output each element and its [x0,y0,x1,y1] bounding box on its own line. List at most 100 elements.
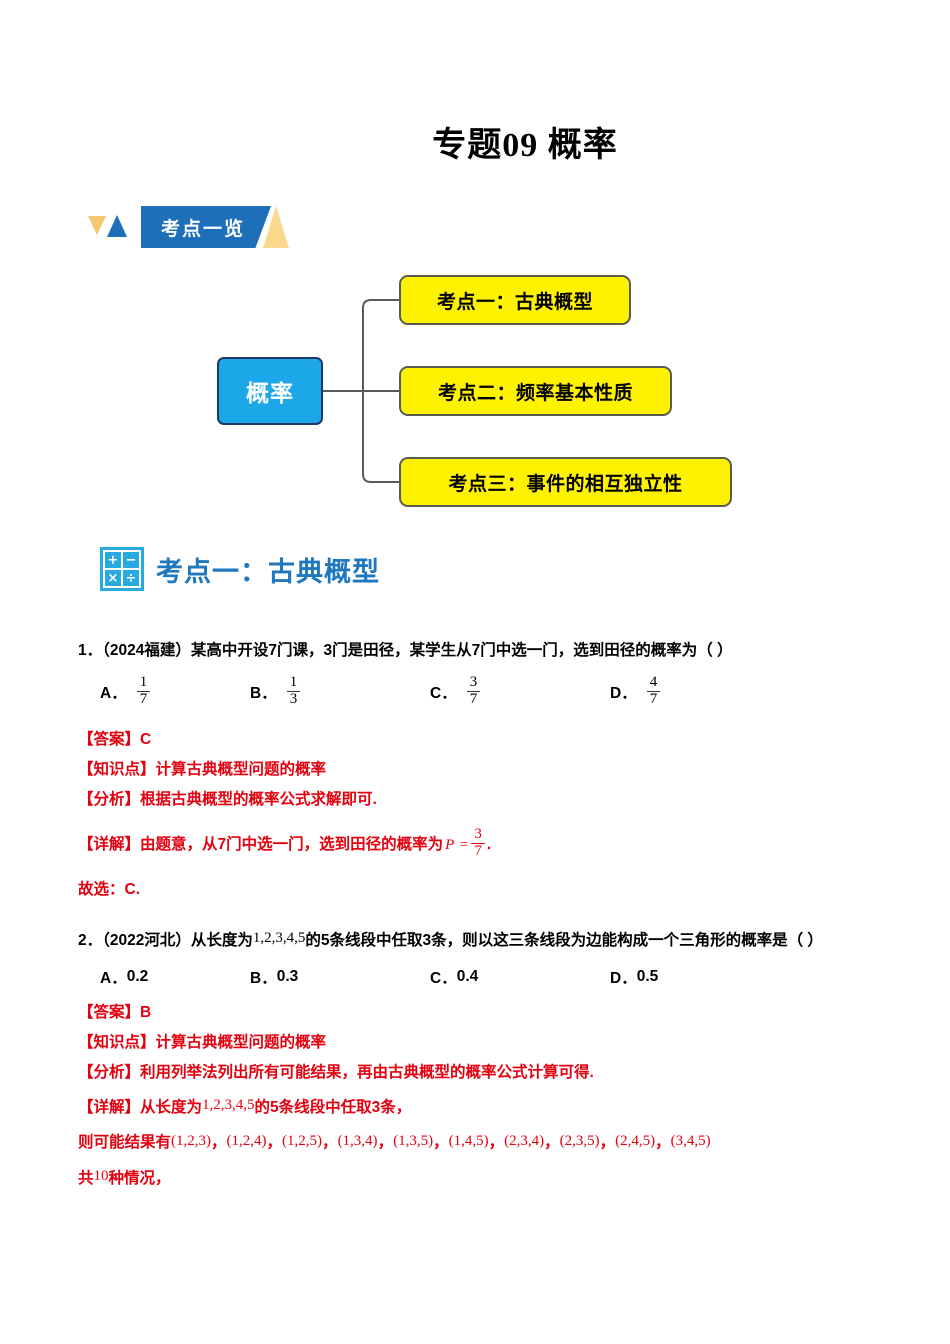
option-2-D[interactable]: D． 0.5 [610,966,658,988]
mindmap-leaf-node-2: 考点二：频率基本性质 [399,366,672,416]
question-2-source: （2022河北） [102,931,191,949]
question-2-count-value: 10 [93,1167,109,1184]
mindmap-leaf-label-1: 考点一：古典概型 [436,291,593,313]
option-2-A-value: 0.2 [126,967,149,985]
option-2-D-value: 0.5 [636,967,659,985]
option-1-D-label: D． [610,685,637,703]
question-2-detail-post: 的5条线段中任取3条， [254,1098,412,1116]
option-1-B-label: B． [250,685,277,703]
outcome-1: (1,2,3) [171,1132,212,1149]
option-1-A-label: A． [100,685,127,703]
option-2-A[interactable]: A． 0.2 [100,966,250,988]
option-1-B[interactable]: B． 1 3 [250,674,430,709]
question-2-options: A． 0.2 B． 0.3 C． 0.4 D． 0.5 [78,966,878,988]
question-1-answer-label: 【答案】 [78,730,141,748]
outcome-10: (3,4,5) [670,1132,711,1149]
outcome-5: (1,3,5) [393,1132,434,1149]
option-1-C-numerator: 3 [469,674,478,690]
outcome-7: (2,3,4) [504,1132,545,1149]
mindmap: 概率 考点一：古典概型 考点二：频率基本性质 考点三：事件的相互独立性 [200,262,800,520]
question-2-outcomes: 则可能结果有(1,2,3)，(1,2,4)，(1,2,5)，(1,3,4)，(1… [78,1125,878,1159]
question-1-analysis-value: 根据古典概型的概率公式求解即可. [140,790,377,808]
mindmap-root-node: 概率 [217,357,323,425]
question-2-number: 2． [78,931,103,949]
question-1-analysis-label: 【分析】 [78,790,141,808]
option-2-B-value: 0.3 [276,967,299,985]
question-2-knowledge-value: 计算古典概型问题的概率 [155,1033,327,1051]
sep-8: ， [599,1133,616,1151]
question-2-text-pre: 从长度为 [190,931,253,949]
question-2-text-post: 的5条线段中任取3条，则以这三条线段为边能构成一个三角形的概率是（ ） [305,931,823,949]
question-2-count: 共10种情况， [78,1159,878,1196]
calc-cell-plus: + [105,552,121,568]
option-1-B-numerator: 1 [289,674,298,690]
sep-3: ， [322,1133,338,1151]
option-2-B-label: B． [250,969,277,987]
question-1-text: 某高中开设7门课，3门是田径，某学生从7门中选一门，选到田径的概率为（ ） [190,642,733,659]
option-2-C[interactable]: C． 0.4 [430,966,610,988]
section-heading: + − × ÷ 考点一：古典概型 [100,547,380,591]
mindmap-connectors [323,299,399,483]
option-1-B-fraction: 1 3 [286,674,301,708]
question-2-stem: 2．（2022河北）从长度为1,2,3,4,5的5条线段中任取3条，则以这三条线… [78,921,868,958]
banner-box: 考点一览 [141,206,272,248]
triangle-up-icon [107,215,127,237]
question-2-detail-label: 【详解】 [78,1098,141,1116]
question-2-detail-pre: 从长度为 [140,1098,203,1116]
question-1-knowledge-value: 计算古典概型问题的概率 [155,760,327,778]
mindmap-leaf-label-2: 考点二：频率基本性质 [437,382,633,404]
section-title: 考点一：古典概型 [156,556,380,587]
question-2-count-post: 种情况， [108,1169,171,1187]
question-1-detail-text: 由题意，从7门中选一门，选到田径的概率为 [140,835,444,853]
question-1-formula-tail: . [486,835,492,853]
calc-cell-times: × [105,570,121,586]
question-2-math-list: 1,2,3,4,5 [252,929,306,946]
question-1-detail-label: 【详解】 [78,835,141,853]
question-1-options: A． 1 7 B． 1 3 C． 3 7 D． 4 7 [78,674,878,709]
option-1-B-denominator: 3 [286,690,301,708]
overview-banner: 考点一览 [88,205,290,249]
option-1-A-fraction: 1 7 [136,674,151,708]
option-1-A-numerator: 1 [139,674,148,690]
question-1-answer-value: C [140,730,152,748]
question-1-knowledge-label: 【知识点】 [78,760,156,778]
sep-9: ， [655,1133,671,1151]
question-1-formula-denominator: 7 [471,843,485,860]
triangle-down-icon [88,215,106,235]
question-2-count-pre: 共 [78,1169,94,1187]
sep-7: ， [544,1133,560,1151]
question-1-formula-var: P = [445,836,470,853]
question-2-analysis-value: 利用列举法列出所有可能结果，再由古典概型的概率公式计算可得. [140,1063,594,1081]
outcome-2: (1,2,4) [226,1132,267,1149]
outcome-8: (2,3,5) [559,1132,600,1149]
question-1-formula-numerator: 3 [474,826,482,843]
sep-6: ， [488,1133,505,1151]
option-2-B[interactable]: B． 0.3 [250,966,430,988]
question-1-analysis: 【分析】根据古典概型的概率公式求解即可. [78,785,878,815]
outcome-4: (1,3,4) [337,1132,378,1149]
option-1-D-denominator: 7 [646,690,661,708]
question-2-knowledge-label: 【知识点】 [78,1033,156,1051]
question-1-knowledge: 【知识点】计算古典概型问题的概率 [78,755,878,785]
option-2-A-label: A． [100,969,127,987]
option-1-A-denominator: 7 [136,690,151,708]
question-2-detail: 【详解】从长度为1,2,3,4,5的5条线段中任取3条， [78,1088,878,1125]
mindmap-root-label: 概率 [246,380,294,406]
question-2-analysis: 【分析】利用列举法列出所有可能结果，再由古典概型的概率公式计算可得. [78,1058,878,1088]
option-1-A[interactable]: A． 1 7 [100,674,250,709]
question-1-stem: 1．（2024福建）某高中开设7门课，3门是田径，某学生从7门中选一门，选到田径… [78,636,868,666]
option-1-D[interactable]: D． 4 7 [610,674,662,709]
option-2-D-label: D． [610,969,637,987]
option-1-C-fraction: 3 7 [466,674,481,708]
question-1-conclusion: 故选：C. [78,880,141,898]
sep-4: ， [377,1133,394,1151]
question-2-answer-label: 【答案】 [78,1003,141,1021]
page-title: 专题09 概率 [432,127,618,164]
question-2-answer-value: B [140,1003,152,1021]
question-1-source: （2024福建） [102,642,191,659]
option-2-C-value: 0.4 [456,967,479,985]
option-1-C[interactable]: C． 3 7 [430,674,610,709]
